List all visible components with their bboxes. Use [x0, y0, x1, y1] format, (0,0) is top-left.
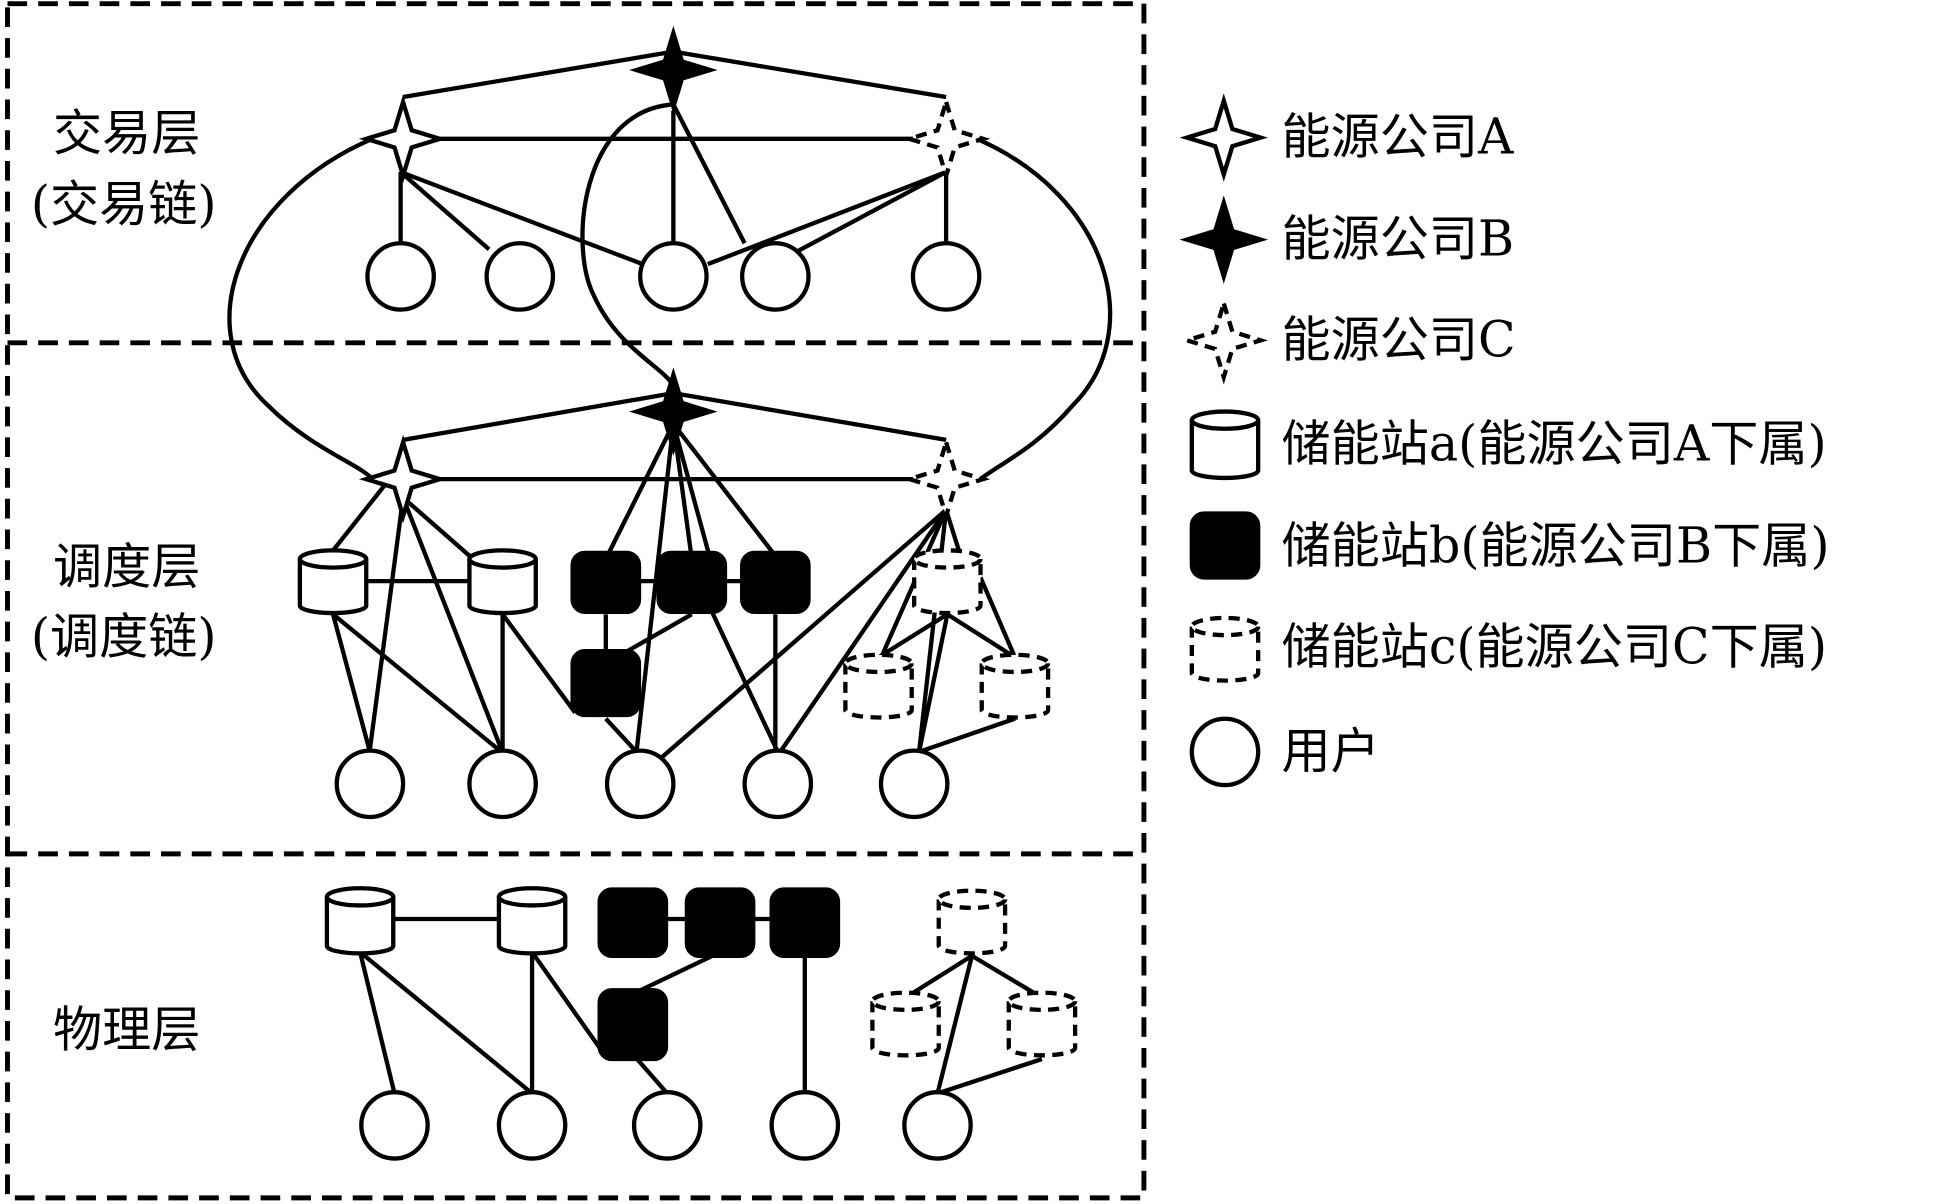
- star-dashed-icon: [1187, 303, 1261, 377]
- layer-label-trade-sub: (交易链): [31, 175, 217, 233]
- physical-stations-b: [597, 887, 841, 1062]
- layer-label-dispatch-sub: (调度链): [31, 608, 217, 666]
- company-c-node: [909, 102, 983, 176]
- legend-item-company-c: 能源公司C: [1187, 303, 1516, 377]
- legend-label: 能源公司A: [1282, 108, 1515, 166]
- legend-item-station-a: 储能站a(能源公司A下属): [1189, 409, 1827, 481]
- user-node: [359, 1090, 430, 1161]
- legend-label: 储能站a(能源公司A下属): [1282, 415, 1827, 473]
- station-b-node: [684, 887, 756, 958]
- user-node: [638, 241, 709, 312]
- physical-layer: [324, 886, 1078, 1161]
- layer-label-dispatch: 调度层: [53, 538, 200, 596]
- legend-label: 储能站c(能源公司C下属): [1282, 617, 1828, 675]
- station-b-node: [656, 550, 728, 614]
- physical-stations-c: [870, 888, 1078, 1058]
- dispatch-users: [334, 748, 950, 820]
- trade-users: [365, 241, 982, 312]
- company-b-node: [637, 375, 711, 449]
- layer-labels: 交易层 (交易链) 调度层 (调度链) 物理层: [31, 104, 217, 1059]
- user-node: [742, 748, 814, 820]
- legend-item-company-b: 能源公司B: [1187, 203, 1514, 277]
- user-node: [484, 241, 556, 312]
- physical-stations-a: [324, 886, 568, 956]
- user-node: [902, 1090, 973, 1161]
- star-outline-icon: [1187, 101, 1261, 175]
- station-b-node: [570, 648, 642, 718]
- station-c-node: [843, 652, 914, 720]
- station-a-node: [496, 886, 568, 956]
- layer-label-trade: 交易层: [53, 104, 200, 162]
- station-b-node: [570, 550, 642, 614]
- legend-label: 储能站b(能源公司B下属): [1282, 517, 1830, 575]
- cylinder-filled-icon: [1189, 511, 1261, 580]
- dispatch-stations-b: [570, 550, 811, 718]
- dispatch-stations-a: [297, 548, 538, 616]
- user-node: [740, 241, 811, 312]
- legend-item-user: 用户: [1189, 716, 1380, 788]
- star-filled-icon: [1187, 203, 1261, 277]
- station-a-node: [324, 886, 396, 956]
- dispatch-stations-c: [843, 548, 1051, 720]
- link-arc-company-b: [580, 102, 676, 388]
- legend: 能源公司A 能源公司B 能源公司C 储能站a(能源公司A下属) 储能站b(能源公…: [1187, 101, 1830, 788]
- legend-item-company-a: 能源公司A: [1187, 101, 1514, 175]
- layer-frames: [5, 1, 1147, 1201]
- link-arc-company-c: [975, 136, 1113, 481]
- user-node: [365, 241, 436, 312]
- circle-icon: [1189, 716, 1261, 788]
- user-node: [910, 241, 982, 312]
- cylinder-dashed-icon: [1189, 615, 1261, 683]
- station-b-node: [597, 988, 669, 1062]
- user-node: [769, 1090, 841, 1161]
- user-node: [631, 1090, 703, 1161]
- legend-label: 用户: [1282, 722, 1380, 780]
- company-b-node: [637, 33, 711, 107]
- station-b-node: [769, 887, 841, 958]
- company-a-node: [366, 102, 440, 176]
- company-a-node: [366, 442, 440, 516]
- station-c-node: [979, 652, 1051, 720]
- station-c-node: [936, 888, 1008, 956]
- company-c-node: [909, 442, 983, 516]
- outer-frame: [5, 1, 1147, 1201]
- link-arc-company-a: [227, 136, 375, 481]
- user-node: [604, 748, 676, 820]
- legend-label: 能源公司B: [1282, 210, 1515, 268]
- station-c-node: [912, 548, 983, 616]
- layer-label-physical: 物理层: [53, 1001, 200, 1059]
- station-a-node: [467, 548, 538, 616]
- station-a-node: [297, 548, 369, 616]
- user-node: [496, 1090, 568, 1161]
- user-node: [334, 748, 406, 820]
- station-c-node: [1006, 990, 1078, 1058]
- legend-item-station-b: 储能站b(能源公司B下属): [1189, 511, 1830, 580]
- station-b-node: [740, 550, 811, 614]
- cylinder-outline-icon: [1189, 409, 1261, 481]
- trade-edges: [398, 49, 949, 267]
- user-node: [467, 748, 538, 820]
- station-b-node: [597, 887, 669, 958]
- legend-label: 能源公司C: [1282, 310, 1516, 368]
- dispatch-layer: [297, 375, 1051, 820]
- legend-item-station-c: 储能站c(能源公司C下属): [1189, 615, 1828, 683]
- station-c-node: [870, 990, 941, 1058]
- user-node: [878, 748, 950, 820]
- physical-users: [359, 1090, 973, 1161]
- trade-layer: [227, 33, 1113, 481]
